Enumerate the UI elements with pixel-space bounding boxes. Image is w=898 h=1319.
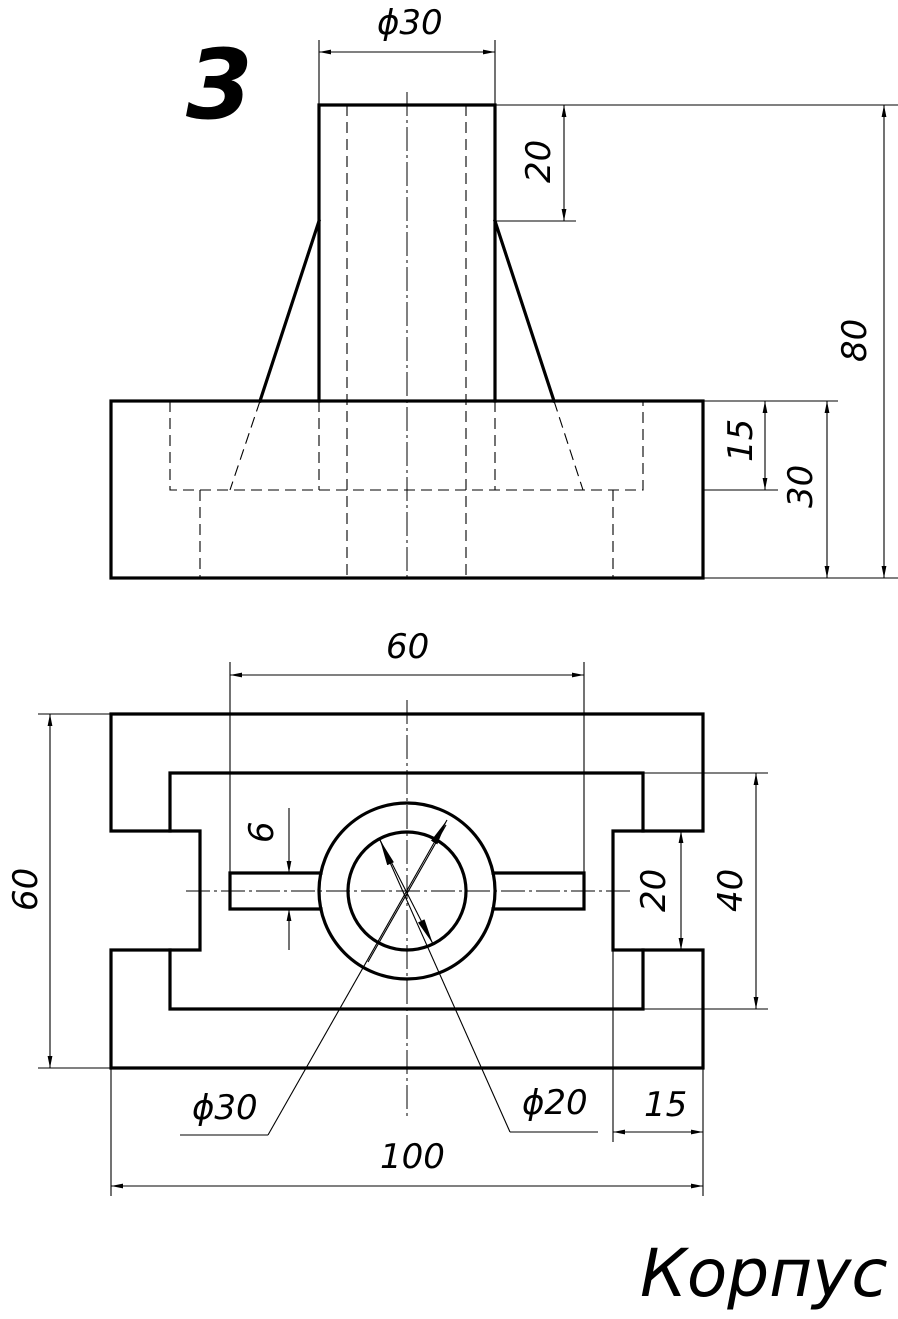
- dim-side-step: 15: [644, 1085, 687, 1125]
- variant-number: 3: [186, 29, 253, 141]
- dim-outer-diameter: ϕ30: [192, 1088, 258, 1128]
- dim-top-height: 20: [519, 140, 559, 183]
- front-view: ϕ30 20 80 15 30: [109, 3, 898, 580]
- dim-bore-diameter: ϕ20: [522, 1083, 588, 1123]
- top-view: 60 60 6 20 40 ϕ30 ϕ20 15: [6, 627, 768, 1196]
- dim-total-height: 80: [835, 319, 875, 362]
- dim-base-step: 15: [721, 419, 761, 462]
- dim-total-depth: 60: [6, 868, 46, 911]
- dim-boss-diameter: ϕ30: [377, 3, 443, 43]
- rib-right: [492, 218, 557, 404]
- dim-recess-width: 20: [634, 869, 674, 912]
- part-title: Корпус: [640, 1235, 888, 1312]
- dim-inner-depth: 40: [711, 869, 751, 912]
- dim-slot-width: 6: [242, 821, 282, 843]
- rib-left: [257, 218, 322, 404]
- dim-base-height: 30: [781, 465, 821, 508]
- dim-total-length: 100: [380, 1137, 445, 1177]
- dim-slot-span: 60: [386, 627, 429, 667]
